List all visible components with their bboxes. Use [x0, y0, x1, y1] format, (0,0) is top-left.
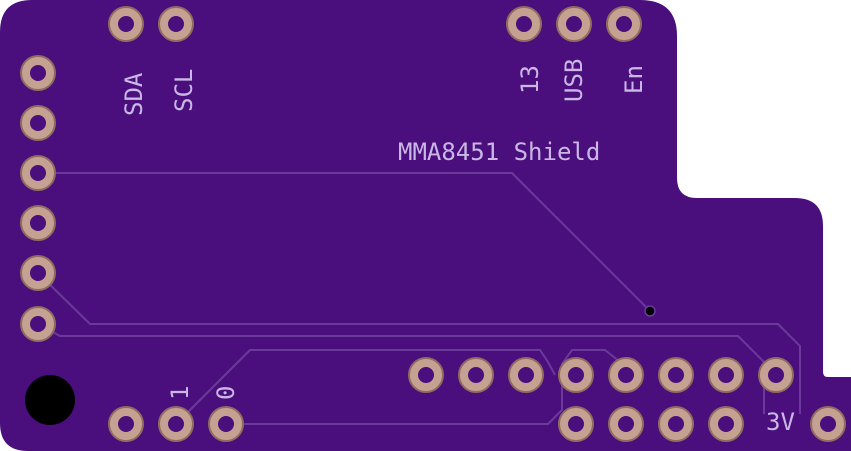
label-0: 0: [212, 386, 240, 400]
label-sda: SDA: [120, 72, 148, 116]
pad-mid-7-hole: [718, 367, 734, 383]
middle-row-pads: [408, 357, 794, 393]
left-pads: [20, 55, 56, 342]
pad-bottom-c-hole: [618, 416, 634, 432]
pad-mid-8-hole: [768, 367, 784, 383]
pad-left-5-hole: [30, 265, 46, 281]
label-scl: SCL: [170, 69, 198, 112]
pad-left-1-hole: [30, 65, 46, 81]
pad-3v-hole: [820, 416, 836, 432]
pad-sda-hole: [118, 16, 134, 32]
pad-left-2-hole: [30, 115, 46, 131]
trace-pin1: [175, 349, 556, 425]
pad-mid-5-hole: [618, 367, 634, 383]
pad-0-hole: [218, 416, 234, 432]
pad-en-hole: [616, 16, 632, 32]
pad-mid-3-hole: [518, 367, 534, 383]
label-usb: USB: [560, 59, 588, 102]
pad-scl-hole: [168, 16, 184, 32]
trace-accel-interrupt: [38, 172, 651, 312]
pad-left-6-hole: [30, 316, 46, 332]
label-1: 1: [166, 386, 194, 400]
pad-left-4-hole: [30, 215, 46, 231]
label-3v: 3V: [766, 408, 795, 436]
pad-mid-2-hole: [468, 367, 484, 383]
trace-row-a: [37, 272, 801, 414]
pad-bottom-a-hole: [118, 416, 134, 432]
pad-usb-hole: [566, 16, 582, 32]
pad-1-hole: [168, 416, 184, 432]
pad-bottom-e-hole: [718, 416, 734, 432]
pad-left-3-hole: [30, 165, 46, 181]
label-13: 13: [516, 65, 544, 94]
pad-bottom-d-hole: [668, 416, 684, 432]
pad-mid-6-hole: [668, 367, 684, 383]
pad-bottom-b-hole: [568, 416, 584, 432]
mounting-hole: [25, 375, 75, 425]
board-title: MMA8451 Shield: [398, 138, 600, 166]
top-pads: [108, 6, 642, 42]
pad-mid-1-hole: [418, 367, 434, 383]
label-en: En: [620, 65, 648, 94]
pad-13-hole: [516, 16, 532, 32]
via: [645, 306, 655, 316]
bottom-row-pads: [108, 406, 846, 442]
via-ring: [644, 305, 656, 317]
pad-mid-4-hole: [568, 367, 584, 383]
